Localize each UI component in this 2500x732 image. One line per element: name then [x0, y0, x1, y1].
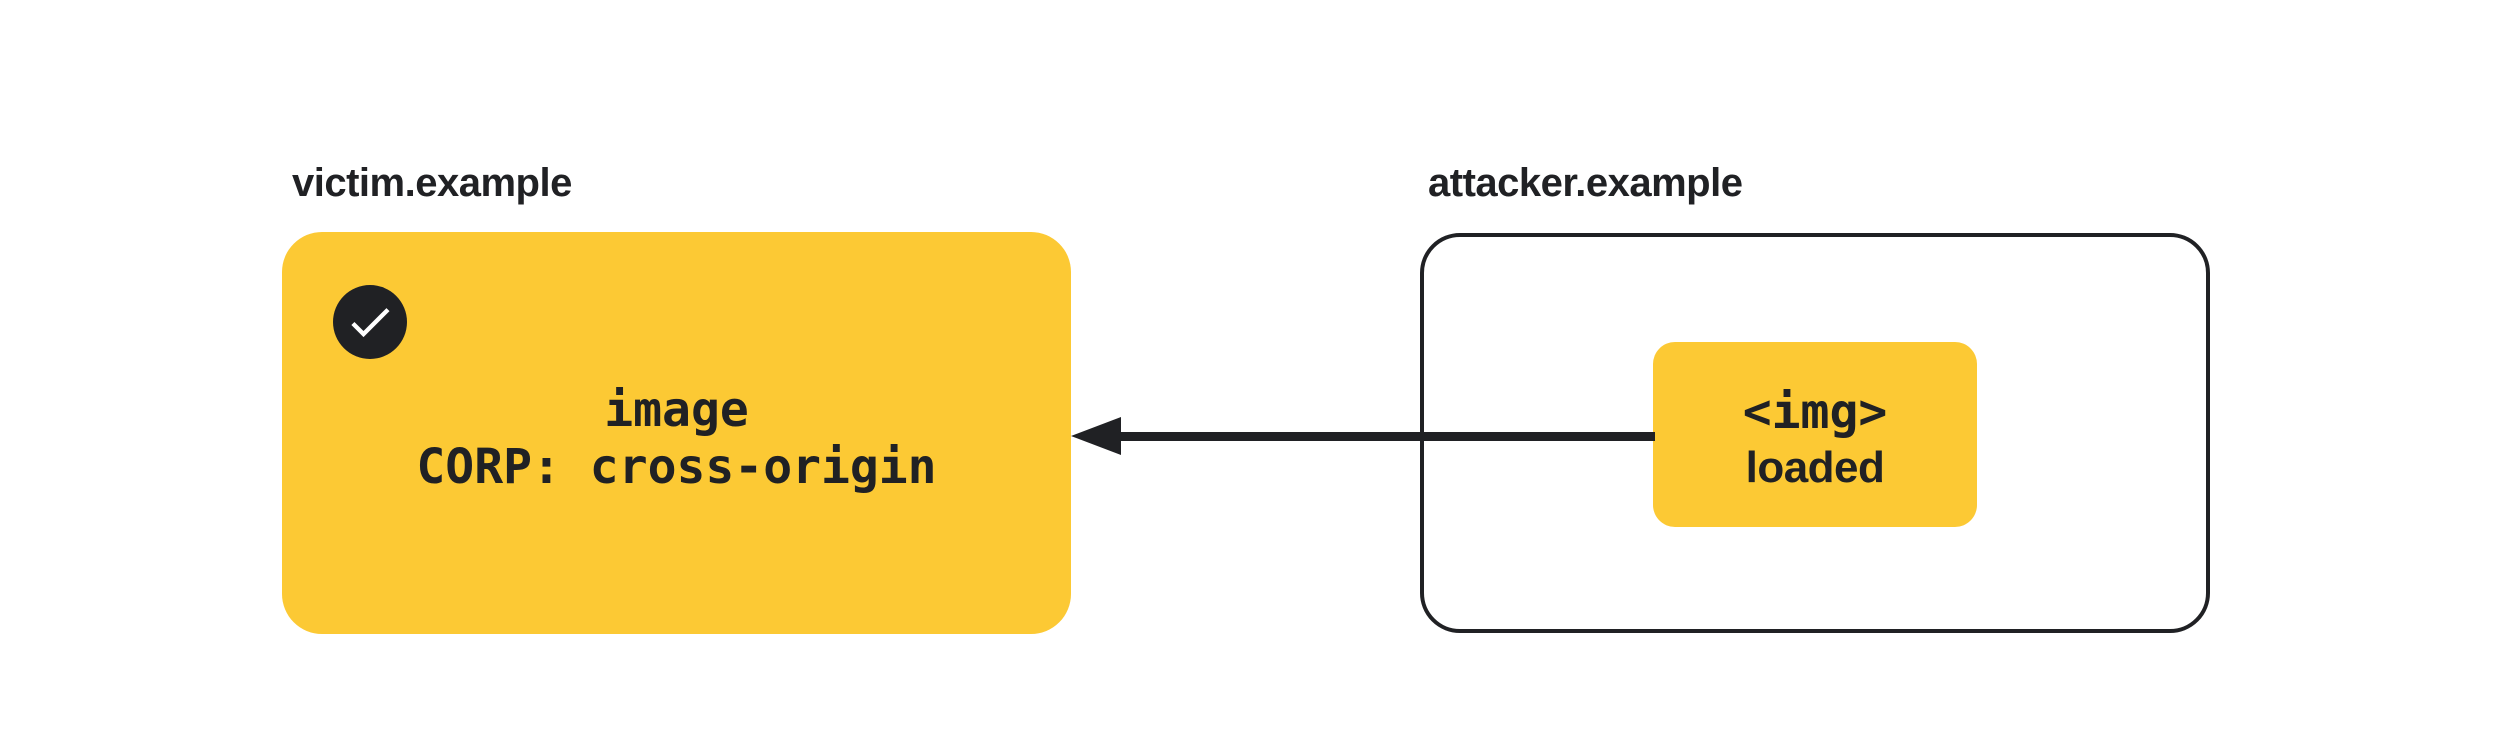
left-arrowhead-icon — [1071, 417, 1121, 455]
img-tag-label: <img> — [1742, 384, 1888, 440]
resource-type-label: image — [604, 382, 749, 438]
victim-domain-label: victim.example — [292, 161, 572, 205]
img-embed-card-text: <img> loaded — [1653, 384, 1977, 496]
victim-card-text: image CORP: cross-origin — [282, 382, 1071, 496]
attacker-domain-label: attacker.example — [1428, 161, 1743, 205]
check-icon — [333, 285, 407, 359]
img-loaded-label: loaded — [1745, 443, 1885, 492]
attacker-page-frame: <img> loaded — [1420, 233, 2210, 633]
img-embed-card: <img> loaded — [1653, 342, 1977, 527]
checkmark-glyph — [351, 308, 390, 338]
corp-policy-label: CORP: cross-origin — [416, 439, 937, 495]
victim-resource-card: image CORP: cross-origin — [282, 232, 1071, 634]
arrow-line — [1118, 432, 1655, 441]
